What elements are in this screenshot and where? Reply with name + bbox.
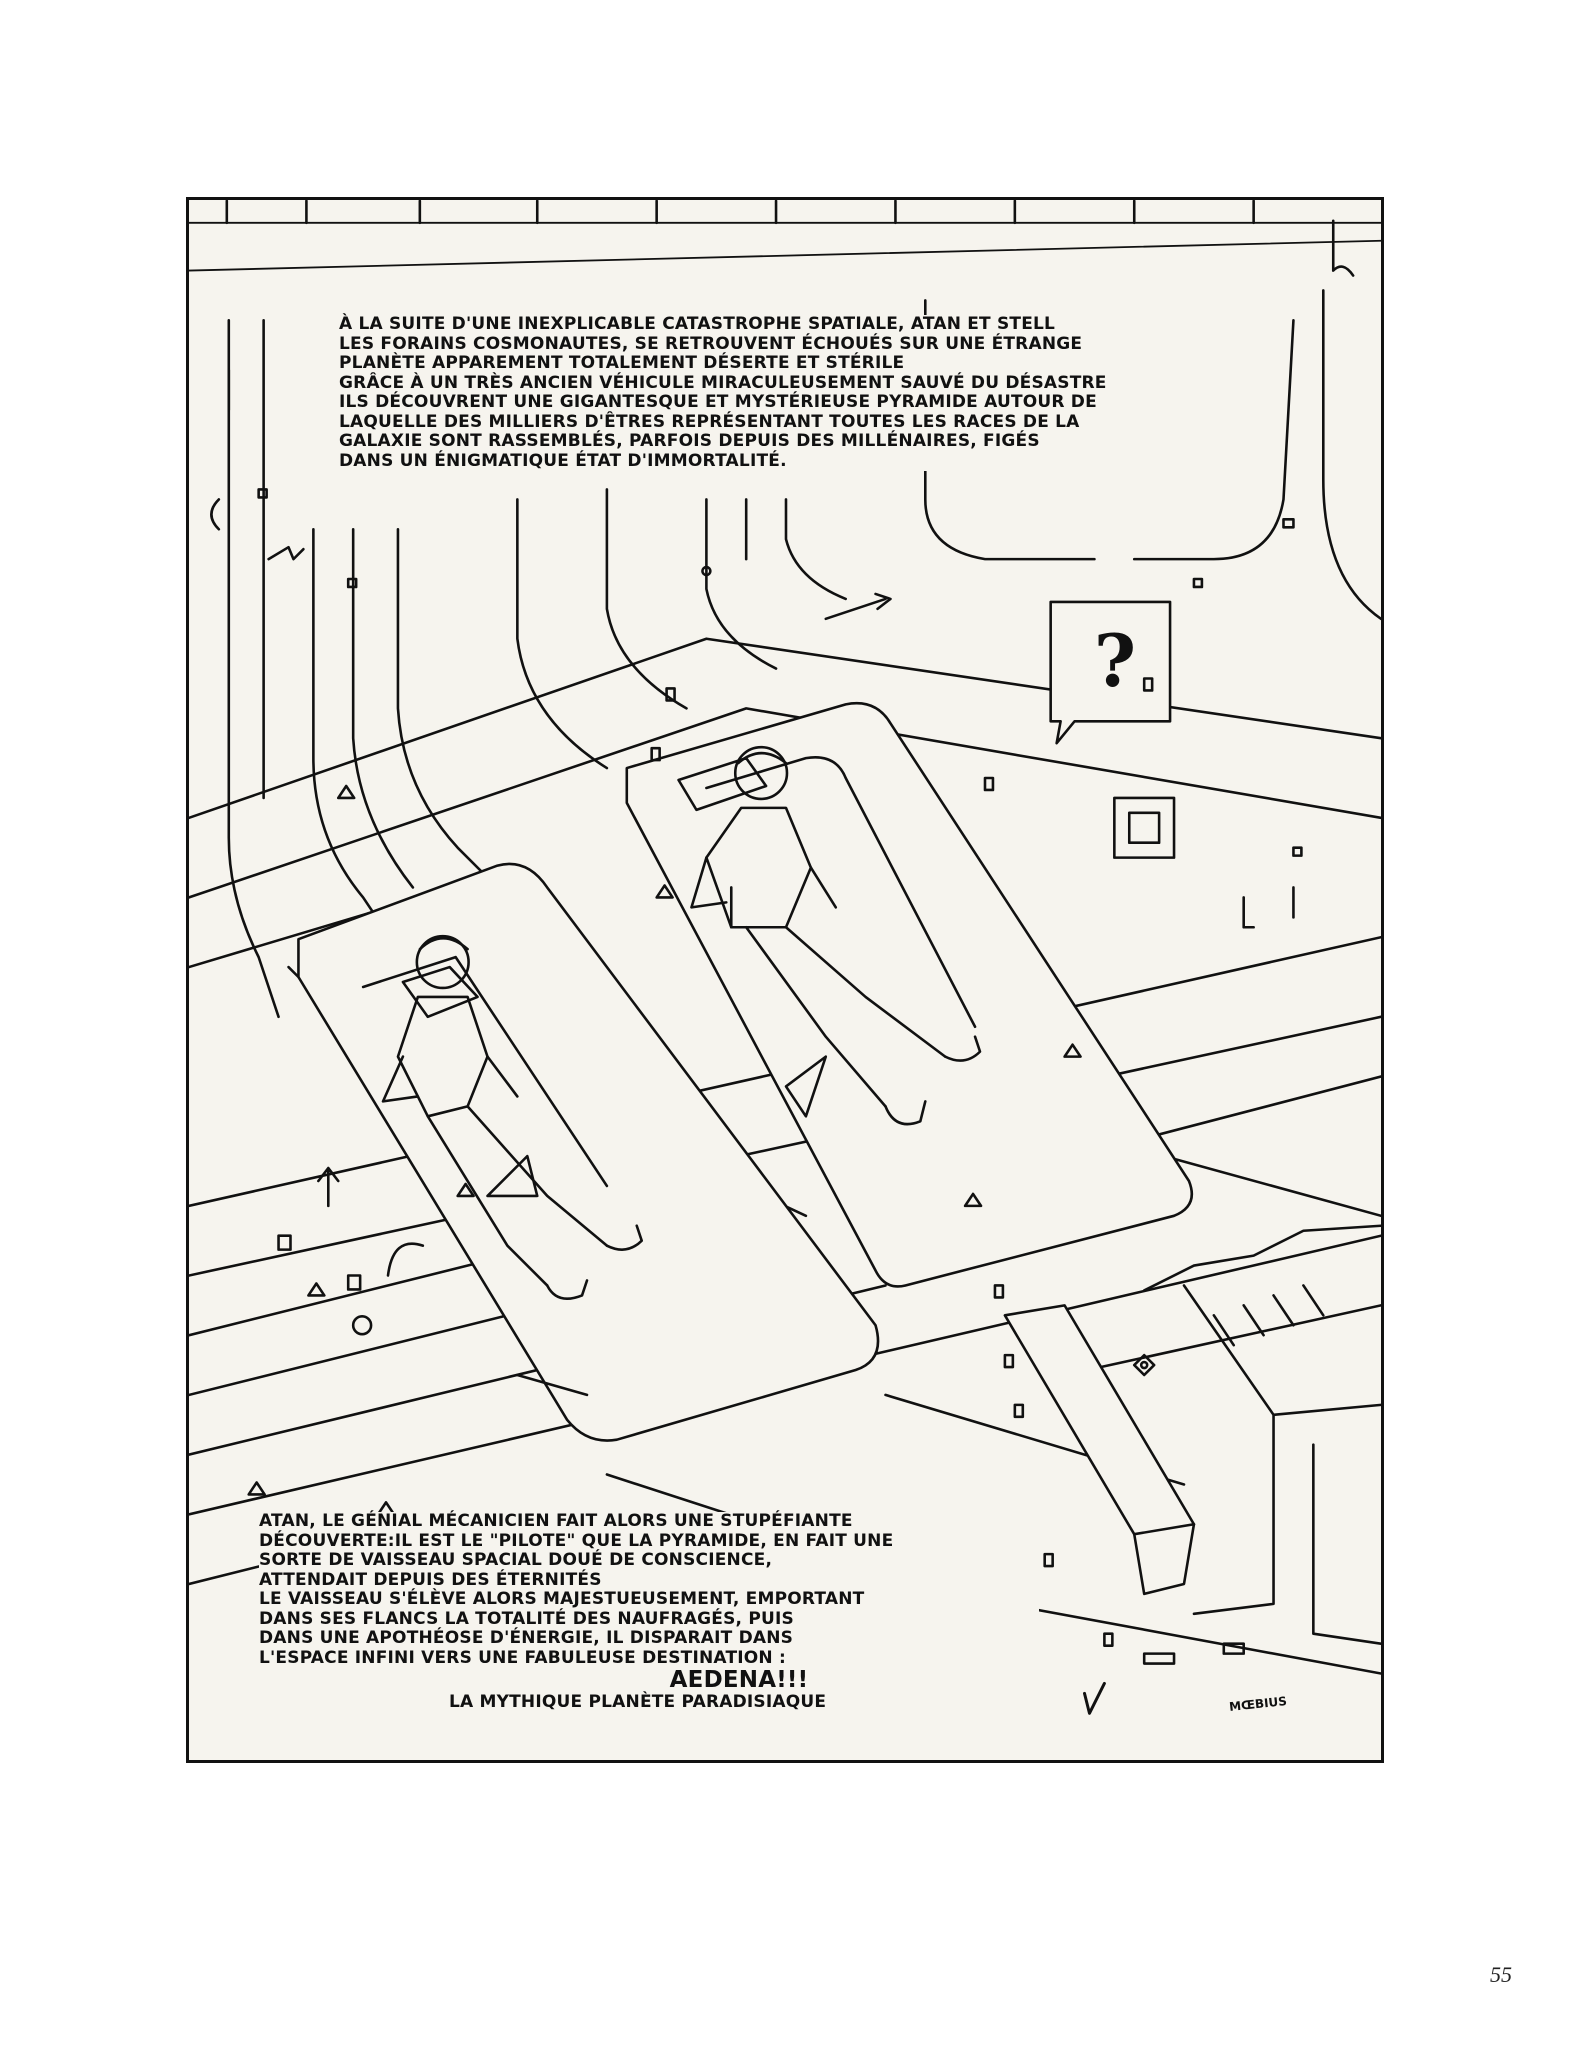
caption-subtitle: LA MYTHIQUE PLANÈTE PARADISIAQUE	[449, 1692, 827, 1712]
caption-line: LES FORAINS COSMONAUTES, SE RETROUVENT É…	[339, 333, 1083, 354]
caption-line: DANS UNE APOTHÉOSE D'ÉNERGIE, IL DISPARA…	[259, 1628, 794, 1648]
caption-line: LAQUELLE DES MILLIERS D'ÊTRES REPRÉSENTA…	[339, 411, 1080, 432]
caption-line: À LA SUITE D'UNE INEXPLICABLE CATASTROPH…	[339, 314, 1056, 334]
speech-bubble-question: ?	[1093, 618, 1137, 703]
caption-line: ILS DÉCOUVRENT UNE GIGANTESQUE ET MYSTÉR…	[339, 392, 1097, 412]
caption-line: L'ESPACE INFINI VERS UNE FABULEUSE DESTI…	[259, 1647, 786, 1668]
narration-caption-top: À LA SUITE D'UNE INEXPLICABLE CATASTROPH…	[339, 314, 1139, 471]
caption-line: ATAN, LE GÉNIAL MÉCANICIEN FAIT ALORS UN…	[259, 1511, 853, 1531]
page-number: 55	[1490, 1962, 1512, 1987]
caption-line: DÉCOUVERTE:IL EST LE "PILOTE" QUE LA PYR…	[259, 1530, 894, 1551]
caption-line: SORTE DE VAISSEAU SPACIAL DOUÉ DE CONSCI…	[259, 1550, 773, 1570]
line-art-drawing	[189, 200, 1381, 1715]
caption-title: AEDENA!!!	[669, 1667, 809, 1693]
caption-line: DANS UN ÉNIGMATIQUE ÉTAT D'IMMORTALITÉ.	[339, 450, 787, 471]
caption-line: ATTENDAIT DEPUIS DES ÉTERNITÉS	[259, 1569, 602, 1590]
caption-line: LE VAISSEAU S'ÉLÈVE ALORS MAJESTUEUSEMEN…	[259, 1589, 865, 1609]
comic-panel: À LA SUITE D'UNE INEXPLICABLE CATASTROPH…	[186, 197, 1384, 1763]
caption-line: PLANÈTE APPAREMENT TOTALEMENT DÉSERTE ET…	[339, 353, 905, 373]
caption-line: GALAXIE SONT RASSEMBLÉS, PARFOIS DEPUIS …	[339, 431, 1040, 451]
caption-line: GRÂCE À UN TRÈS ANCIEN VÉHICULE MIRACULE…	[339, 372, 1107, 393]
narration-caption-bottom: ATAN, LE GÉNIAL MÉCANICIEN FAIT ALORS UN…	[259, 1511, 1039, 1713]
caption-line: DANS SES FLANCS LA TOTALITÉ DES NAUFRAGÉ…	[259, 1608, 794, 1629]
